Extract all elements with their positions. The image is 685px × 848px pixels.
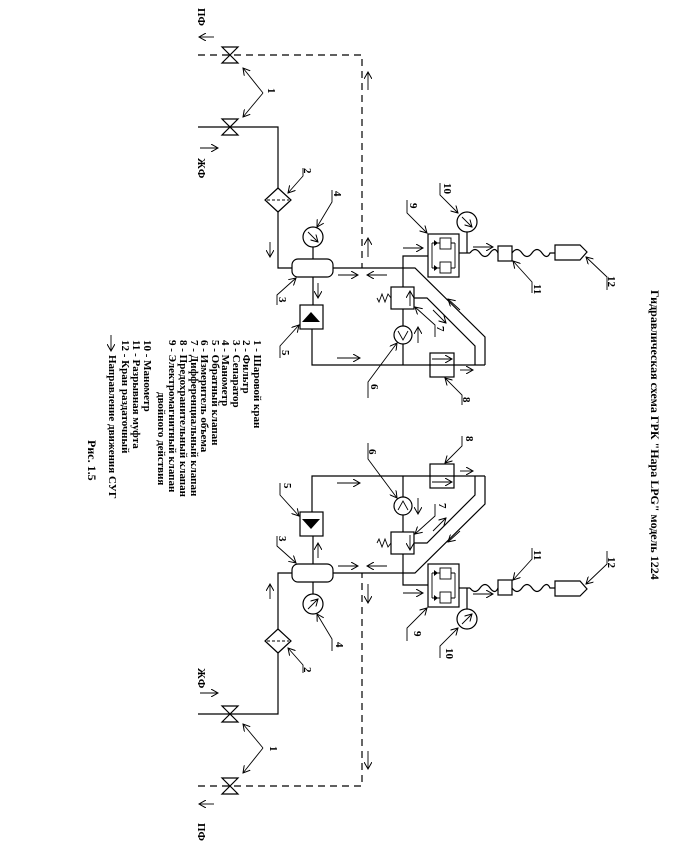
callout-9: 9 bbox=[411, 631, 423, 637]
callout-2: 2 bbox=[301, 667, 313, 673]
legend-item: 6 - Измеритель объема bbox=[198, 340, 210, 453]
legend-item: 8 - Предохранительный клапан bbox=[177, 340, 189, 498]
callout-1: 1 bbox=[265, 88, 277, 94]
legend-item: 10 - Манометр bbox=[141, 340, 153, 412]
legend-item: 4 - Манометр bbox=[219, 340, 231, 406]
legend-item: 11 - Разрывная муфта bbox=[130, 340, 142, 449]
callout-10: 10 bbox=[441, 183, 453, 195]
legend-arrow-label: Направление движения СУГ bbox=[106, 355, 118, 499]
lower-dispenser-side bbox=[198, 436, 607, 804]
legend-item: двойного действия bbox=[155, 392, 167, 485]
callout-7: 7 bbox=[434, 326, 446, 332]
callout-5: 5 bbox=[281, 483, 293, 489]
callout-7: 7 bbox=[436, 503, 448, 509]
callout-4: 4 bbox=[333, 642, 345, 648]
callout-3: 3 bbox=[276, 536, 288, 542]
legend-item: 1 - Шаровой кран bbox=[251, 340, 263, 429]
callout-9: 9 bbox=[407, 203, 419, 209]
liquid-phase-label: ЖФ bbox=[195, 158, 207, 179]
callout-5: 5 bbox=[279, 350, 291, 356]
diagram-title: Гидравлическая схема ГРК "Нара LPG" моде… bbox=[648, 290, 662, 580]
legend-item: 7 - Дифференциальный клапан bbox=[188, 340, 200, 497]
callout-8: 8 bbox=[460, 397, 472, 403]
legend-item: 2 - Фильтр bbox=[240, 340, 252, 394]
legend: 1 - Шаровой кран 2 - Фильтр 3 - Сепарато… bbox=[106, 335, 263, 499]
callout-2: 2 bbox=[301, 168, 313, 174]
callout-6: 6 bbox=[368, 384, 380, 390]
figure-caption: Рис. 1.5 bbox=[85, 440, 99, 481]
callout-12: 12 bbox=[605, 557, 617, 569]
callout-11: 11 bbox=[531, 284, 543, 294]
callout-12: 12 bbox=[605, 276, 617, 288]
legend-item: 12 - Кран раздаточный bbox=[119, 340, 131, 454]
legend-item: 5 - Обратный клапан bbox=[209, 340, 221, 446]
callout-4: 4 bbox=[331, 191, 343, 197]
liquid-phase-label: ЖФ bbox=[195, 668, 207, 689]
vapor-phase-label: ПФ bbox=[195, 823, 207, 842]
legend-item: 9 - Электромагнитный клапан bbox=[166, 340, 178, 493]
callout-10: 10 bbox=[443, 648, 455, 660]
callout-6: 6 bbox=[366, 449, 378, 455]
callout-11: 11 bbox=[531, 550, 543, 560]
callout-3: 3 bbox=[276, 297, 288, 303]
vapor-phase-label: ПФ bbox=[195, 8, 207, 27]
callout-1: 1 bbox=[267, 746, 279, 752]
callout-8: 8 bbox=[463, 436, 475, 442]
legend-item: 3 - Сепаратор bbox=[230, 340, 242, 408]
